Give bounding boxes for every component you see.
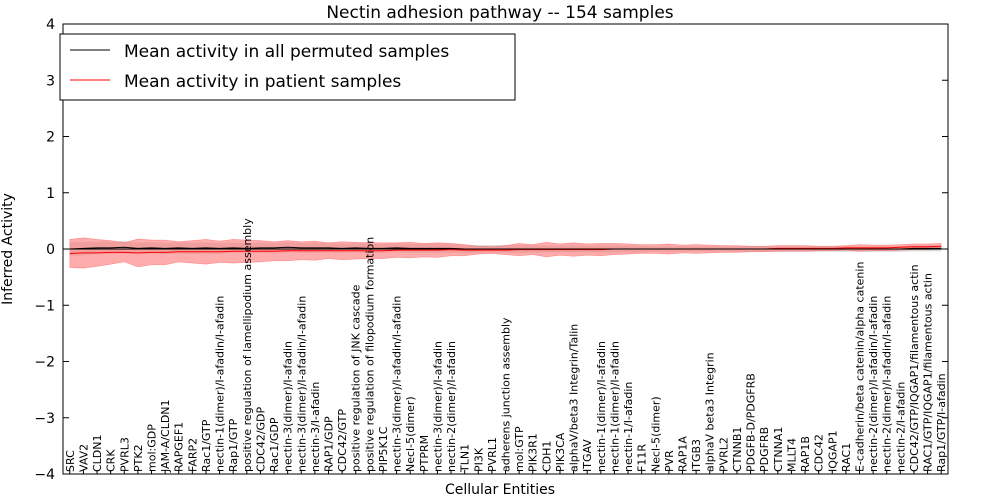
x-tick-label: positive regulation of filopodium format… xyxy=(363,237,376,472)
y-tick-label: 0 xyxy=(46,242,55,258)
y-tick-label: 3 xyxy=(46,73,55,89)
x-tick-label: nectin-1(dimer)/I-afadin/I-afadin xyxy=(214,296,227,472)
x-tick-label: nectin-3(dimer)/I-afadin xyxy=(431,341,444,472)
x-tick-label: Rac1/GDP xyxy=(268,417,281,472)
y-tick-label: −2 xyxy=(34,355,55,371)
x-tick-label: CDC42/GDP xyxy=(254,406,267,472)
x-tick-label: RAC1 xyxy=(840,443,853,472)
x-tick-label: CLDN1 xyxy=(91,434,104,472)
y-tick-label: 4 xyxy=(46,17,55,33)
legend-permuted-label: Mean activity in all permuted samples xyxy=(124,42,449,62)
x-tick-label: positive regulation of JNK cascade xyxy=(350,284,363,472)
y-tick-label: −4 xyxy=(34,467,55,483)
x-tick-label: RAP1B xyxy=(799,436,812,472)
x-tick-label: FARP2 xyxy=(186,438,199,472)
x-tick-label: nectin-3/I-afadin xyxy=(309,382,322,472)
chart-title: Nectin adhesion pathway -- 154 samples xyxy=(326,3,673,23)
y-axis-label: Inferred Activity xyxy=(0,193,16,305)
x-tick-label: alphaV beta3 Integrin xyxy=(704,352,717,472)
y-tick-label: 2 xyxy=(46,130,55,146)
x-tick-label: PIP5K1C xyxy=(377,426,390,472)
x-tick-label: alphaV/beta3 Integrin/Talin xyxy=(568,324,581,472)
x-tick-label: nectin-2(dimer)/I-afadin/I-afadin xyxy=(867,296,880,472)
x-tick-label: nectin-1(dimer)/I-afadin xyxy=(608,341,621,472)
x-tick-label: TLN1 xyxy=(459,444,472,473)
x-tick-label: nectin-3(dimer)/I-afadin xyxy=(282,341,295,472)
x-tick-label: nectin-3(dimer)/I-afadin/I-afadin xyxy=(295,296,308,472)
x-tick-label: VAV2 xyxy=(77,444,90,472)
x-tick-label: RAC1/GTP/IQGAP1/filamentous actin xyxy=(922,273,935,472)
x-tick-label: E-cadherin/beta catenin/alpha catenin xyxy=(854,262,867,472)
x-tick-label: PTK2 xyxy=(132,444,145,472)
y-tick-label: 1 xyxy=(46,186,55,202)
permuted-series-line xyxy=(69,246,942,250)
x-tick-label: IQGAP1 xyxy=(826,430,839,472)
x-axis-label: Cellular Entities xyxy=(445,482,555,498)
patient-band xyxy=(69,237,942,269)
legend-patient-label: Mean activity in patient samples xyxy=(124,72,401,92)
x-tick-label: PVRL2 xyxy=(717,437,730,472)
x-tick-label: nectin-3(dimer)/I-afadin/I-afadin xyxy=(391,296,404,472)
y-tick-label: −1 xyxy=(34,298,55,314)
x-tick-label: nectin-1(dimer)/I-afadin xyxy=(595,341,608,472)
x-tick-label: PVRL1 xyxy=(486,437,499,472)
x-tick-label: CDC42/GTP xyxy=(336,409,349,472)
x-tick-label: PDGFRB xyxy=(758,427,771,472)
x-tick-label: nectin-2(dimer)/I-afadin xyxy=(445,341,458,472)
x-tick-label: nectin-2(dimer)/I-afadin/I-afadin xyxy=(881,296,894,472)
x-tick-label: mol:GTP xyxy=(513,426,526,472)
x-tick-label: adherens junction assembly xyxy=(500,317,513,472)
x-tick-label: nectin-2/I-afadin xyxy=(894,382,907,472)
x-tick-label: ITGB3 xyxy=(690,439,703,472)
x-tick-label: PI3K xyxy=(472,447,485,472)
legend-box xyxy=(59,33,516,101)
x-tick-label: CRK xyxy=(105,449,118,472)
x-tick-label: CDC42 xyxy=(813,434,826,472)
x-tick-label: Necl-5(dimer) xyxy=(404,396,417,472)
patient-series-line xyxy=(69,245,942,254)
x-tick-label: Necl-5(dimer) xyxy=(649,396,662,472)
x-tick-label: CDC42/GTP/IQGAP1/filamentous actin xyxy=(908,264,921,472)
x-tick-label: Rap1/GTP/I-afadin xyxy=(935,373,948,472)
x-tick-label: PTPRM xyxy=(418,435,431,472)
x-tick-label: PDGFB-D/PDGFRB xyxy=(745,373,758,472)
x-tick-label: ITGAV xyxy=(581,439,594,472)
x-tick-label: CTNNB1 xyxy=(731,427,744,472)
x-tick-label: CDH1 xyxy=(540,441,553,472)
x-tick-label: positive regulation of lamellipodium ass… xyxy=(241,218,254,472)
x-tick-label: PIK3R1 xyxy=(527,433,540,472)
x-tick-label: PIK3CA xyxy=(554,432,567,472)
x-tick-label: RAPGEF1 xyxy=(173,422,186,472)
x-tick-label: MLLT4 xyxy=(785,438,798,472)
y-tick-label: −3 xyxy=(34,411,55,427)
x-tick-label: PVRL3 xyxy=(118,437,131,472)
x-tick-label: RAP1/GDP xyxy=(323,416,336,472)
x-tick-label: RAP1A xyxy=(677,436,690,472)
x-tick-label: SRC xyxy=(64,450,77,472)
x-tick-label: nectin-1/I-afadin xyxy=(622,382,635,472)
x-tick-label: mol:GDP xyxy=(146,424,159,472)
x-tick-label: Rap1/GTP xyxy=(227,418,240,472)
x-tick-label: PVR xyxy=(663,450,676,472)
x-tick-label: CTNNA1 xyxy=(772,427,785,472)
x-tick-label: F11R xyxy=(636,444,649,472)
x-tick-label: Rac1/GTP xyxy=(200,419,213,472)
x-tick-label: JAM-A/CLDN1 xyxy=(159,399,172,473)
